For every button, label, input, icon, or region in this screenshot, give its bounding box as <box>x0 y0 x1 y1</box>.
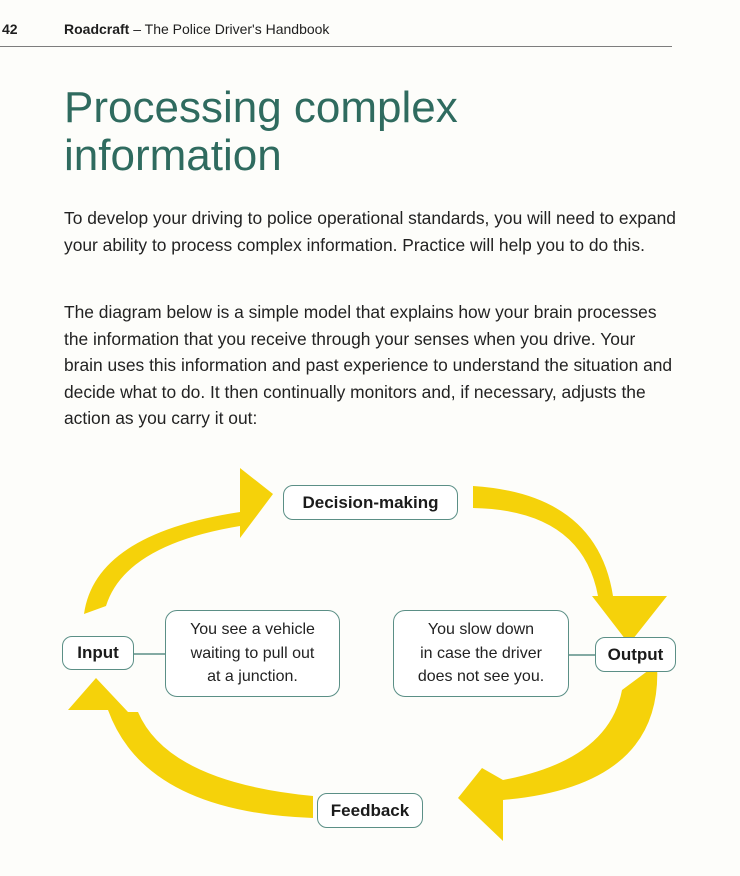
output-example-line-3: does not see you. <box>417 668 545 686</box>
information-processing-diagram: Decision-making Input Output Feedback Yo… <box>0 450 740 870</box>
diagram-description-paragraph: The diagram below is a simple model that… <box>64 302 673 428</box>
output-example-line-2: in case the driver <box>420 644 542 662</box>
intro-paragraph: To develop your driving to police operat… <box>64 208 676 255</box>
input-box: Input <box>62 636 134 670</box>
page-title: Processing complex information <box>64 83 458 180</box>
input-example-line-2: waiting to pull out <box>190 644 315 662</box>
arrow-output-to-feedback <box>458 664 658 841</box>
arrow-input-to-decision <box>84 468 273 614</box>
book-title-bold: Roadcraft <box>64 21 130 37</box>
book-title-rest: – The Police Driver's Handbook <box>129 21 330 37</box>
decision-making-box: Decision-making <box>283 485 458 520</box>
cycle-arrows <box>68 468 667 841</box>
book-title: Roadcraft – The Police Driver's Handbook <box>64 21 329 37</box>
feedback-box: Feedback <box>317 793 423 828</box>
input-example-box: You see a vehicle waiting to pull out at… <box>165 610 340 697</box>
input-example-line-1: You see a vehicle <box>190 621 315 639</box>
output-example-line-1: You slow down <box>427 621 535 639</box>
arrow-feedback-to-input <box>68 678 313 818</box>
page-number: 42 <box>2 21 18 37</box>
running-header: 42 Roadcraft – The Police Driver's Handb… <box>0 18 672 47</box>
output-box: Output <box>595 637 676 672</box>
input-example-line-3: at a junction. <box>207 668 298 686</box>
output-example-box: You slow down in case the driver does no… <box>393 610 569 697</box>
arrow-decision-to-output <box>473 486 667 644</box>
